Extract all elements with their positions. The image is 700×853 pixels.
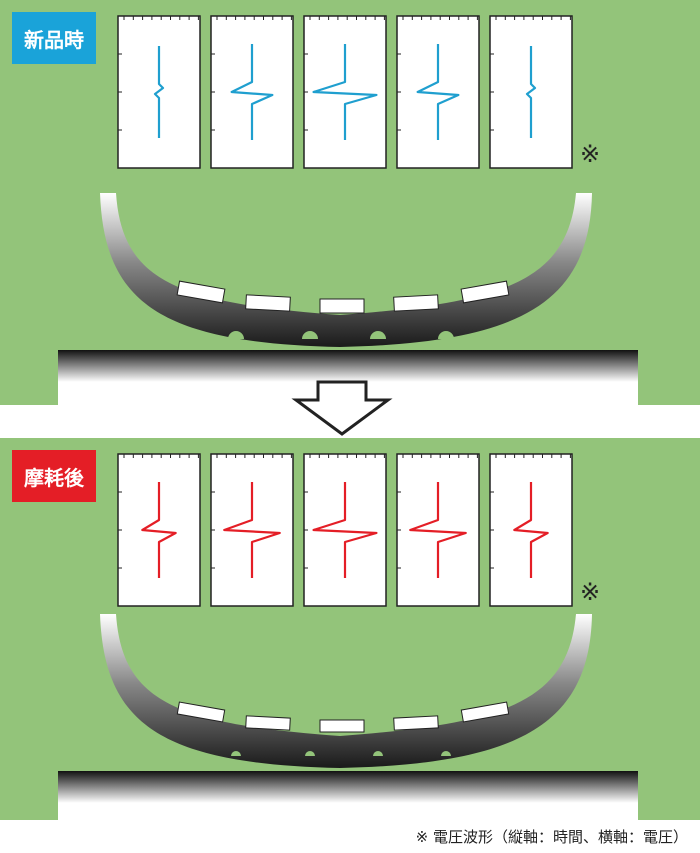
tread-groove-1 bbox=[228, 331, 244, 339]
waveform-frame bbox=[117, 15, 201, 169]
waveform-panel-5 bbox=[489, 15, 573, 169]
sensor-block-3 bbox=[319, 298, 365, 314]
tire-diagram-worn bbox=[58, 453, 638, 820]
sensor-block-2 bbox=[245, 294, 291, 312]
voltage-waveform bbox=[312, 44, 378, 140]
waveform-frame bbox=[396, 15, 480, 169]
voltage-waveform bbox=[141, 482, 177, 578]
panel-worn-tire: 摩耗後 ※ bbox=[0, 438, 700, 820]
tire-cross-section bbox=[100, 193, 592, 347]
tread-groove-1 bbox=[231, 751, 241, 756]
voltage-waveform bbox=[513, 482, 549, 578]
voltage-waveform bbox=[525, 46, 537, 138]
tread-groove-4 bbox=[441, 751, 451, 756]
waveform-panel-3 bbox=[303, 453, 387, 607]
label-new: 新品時 bbox=[12, 12, 96, 64]
voltage-waveform bbox=[153, 46, 165, 138]
tire-cross-section bbox=[100, 614, 592, 768]
sensor-block-1 bbox=[176, 280, 226, 304]
voltage-waveform bbox=[230, 44, 274, 140]
sensor-block-5 bbox=[460, 280, 510, 304]
waveform-frame bbox=[117, 453, 201, 607]
down-arrow-icon bbox=[291, 380, 393, 436]
tread-groove-2 bbox=[305, 751, 315, 756]
panel-new-tire: 新品時 ※ bbox=[0, 0, 700, 405]
voltage-waveform bbox=[409, 482, 467, 578]
waveform-frame bbox=[489, 453, 573, 607]
road-surface bbox=[58, 771, 638, 820]
footnote-caption: ※ 電圧波形（縦軸：時間、横軸：電圧） bbox=[415, 828, 688, 846]
tread-groove-2 bbox=[302, 331, 318, 339]
waveform-panel-2 bbox=[210, 453, 294, 607]
waveform-panel-1 bbox=[117, 15, 201, 169]
sensor-block-3 bbox=[319, 719, 365, 733]
sensor-block-4 bbox=[393, 294, 439, 312]
waveform-panel-1 bbox=[117, 453, 201, 607]
waveform-panel-4 bbox=[396, 15, 480, 169]
sensor-block-2 bbox=[245, 715, 291, 731]
tread-groove-4 bbox=[438, 331, 454, 339]
voltage-waveform bbox=[223, 482, 281, 578]
waveform-panel-2 bbox=[210, 15, 294, 169]
waveform-frame bbox=[210, 15, 294, 169]
waveform-panel-3 bbox=[303, 15, 387, 169]
sensor-block-5 bbox=[460, 701, 510, 723]
waveform-panel-4 bbox=[396, 453, 480, 607]
tread-groove-3 bbox=[373, 751, 383, 756]
voltage-waveform bbox=[416, 44, 460, 140]
sensor-block-4 bbox=[393, 715, 439, 731]
label-worn: 摩耗後 bbox=[12, 450, 96, 502]
note-mark-worn: ※ bbox=[580, 578, 601, 606]
waveform-panel-5 bbox=[489, 453, 573, 607]
note-mark-new: ※ bbox=[580, 140, 601, 168]
voltage-waveform bbox=[312, 482, 378, 578]
sensor-block-1 bbox=[176, 701, 226, 723]
tire-diagram-new bbox=[58, 15, 638, 405]
tread-groove-3 bbox=[370, 331, 386, 339]
